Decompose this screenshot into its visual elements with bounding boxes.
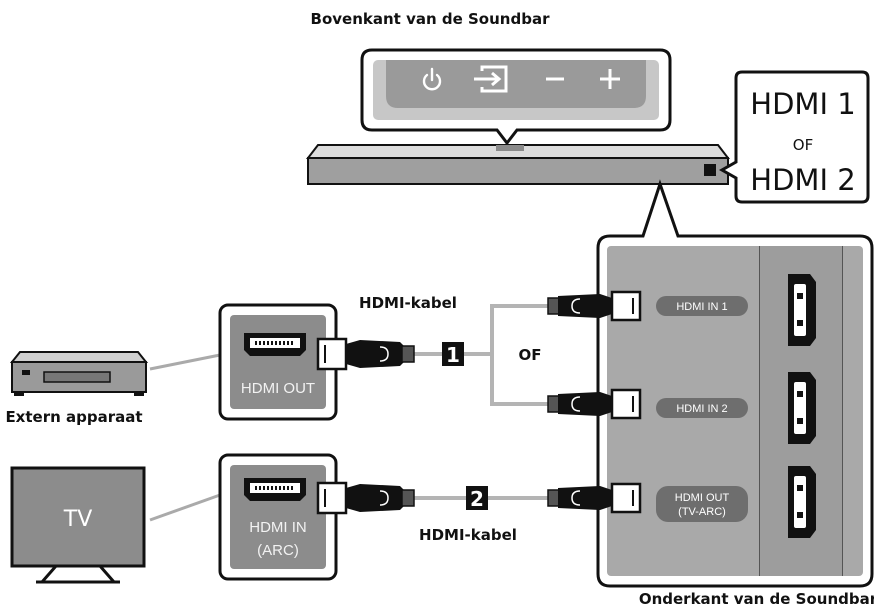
top-view-label: Bovenkant van de Soundbar (311, 10, 551, 28)
soundbar-port-in2-socket (788, 372, 816, 444)
port-tag-hdmi-out-line2: (TV-ARC) (678, 506, 726, 518)
tag-in1-bg (656, 296, 748, 316)
plug-hdmi-in1 (547, 290, 642, 322)
callout-hdmi2: HDMI 2 (750, 163, 855, 197)
source-icon (474, 65, 508, 93)
hdmi-in-socket-icon (244, 478, 306, 501)
tv-port-panel (218, 453, 338, 581)
hdmi-cable-2 (316, 481, 642, 515)
top-control-panel (360, 48, 672, 146)
port-tag-hdmi-in2: HDMI IN 2 (676, 403, 727, 415)
soundbar-port-out-socket (788, 466, 816, 538)
external-device-icon (9, 351, 149, 396)
callout-hdmi1: HDMI 1 (750, 87, 855, 121)
plus-icon (600, 69, 620, 89)
port-tag-hdmi-out-line1: HDMI OUT (675, 492, 730, 504)
hdmi-cable-1 (316, 304, 548, 406)
plug-hdmi-in2 (547, 388, 642, 420)
tag-in2-bg (656, 398, 748, 418)
tv-port-label-line2: (ARC) (257, 542, 299, 559)
soundbar-bottom-panel (596, 179, 874, 588)
step-1-badge (442, 342, 464, 366)
step-2-number: 2 (470, 487, 484, 511)
bottom-view-label: Onderkant van de Soundbar (639, 590, 874, 608)
hdmi-port-callout (718, 70, 870, 204)
external-device-port-label: HDMI OUT (241, 380, 315, 397)
hdmi-cable-1-label: HDMI-kabel (359, 294, 457, 312)
power-icon (422, 67, 442, 91)
external-device-label: Extern apparaat (5, 408, 142, 426)
callout-or: OF (793, 136, 813, 154)
step-1-number: 1 (446, 343, 460, 367)
tv-icon (10, 466, 146, 584)
tv-label: TV (63, 507, 93, 532)
hdmi-cable-2-label: HDMI-kabel (419, 526, 517, 544)
tv-port-label-line1: HDMI IN (249, 519, 307, 536)
soundbar-port-in1-socket (788, 274, 816, 346)
hdmi-out-socket-icon (244, 333, 306, 356)
tag-out-bg (656, 486, 748, 522)
step-2-badge (466, 486, 488, 510)
or-label: OF (519, 346, 542, 364)
soundbar (305, 144, 731, 185)
port-tag-hdmi-in1: HDMI IN 1 (676, 301, 727, 313)
